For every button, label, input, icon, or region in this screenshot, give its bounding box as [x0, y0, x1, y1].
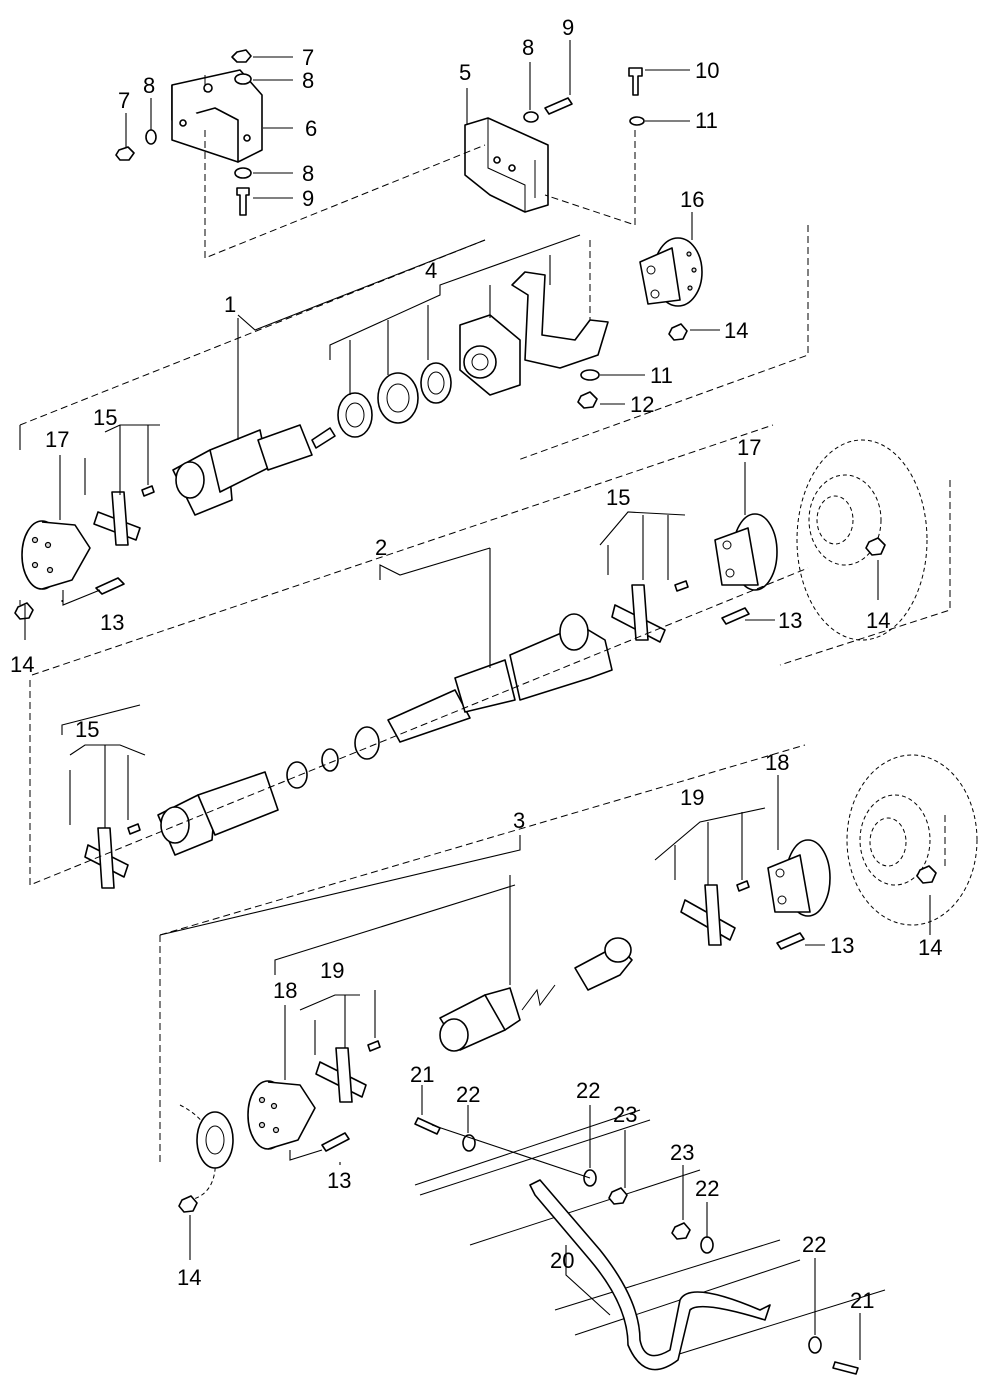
callout-8-bottom: 8	[302, 161, 314, 186]
callout-14-bottom: 14	[177, 1265, 201, 1290]
flange-18-left	[247, 1080, 316, 1150]
callout-13-c: 13	[830, 933, 854, 958]
callout-19-b: 19	[320, 958, 344, 983]
bracket-right	[464, 117, 549, 213]
callout-15-c: 15	[75, 717, 99, 742]
callout-22-a: 22	[456, 1082, 480, 1107]
callout-8-right: 8	[522, 35, 534, 60]
center-support-bearing	[459, 314, 521, 396]
wheel-hub-ghost-lower	[846, 754, 978, 926]
callout-11-mid: 11	[650, 363, 673, 388]
ujoint-15-a	[93, 485, 155, 546]
hardware-top	[115, 49, 645, 216]
callout-9-left: 9	[302, 186, 314, 211]
callout-19-a: 19	[680, 785, 704, 810]
callout-18-right: 18	[765, 750, 789, 775]
callout-13-d: 13	[327, 1168, 351, 1193]
ujoint-15-c	[84, 823, 141, 889]
fasteners	[14, 323, 859, 1375]
shaft-3	[439, 937, 633, 1052]
callout-13-b: 13	[778, 608, 802, 633]
callout-7-left: 7	[118, 88, 130, 113]
callout-22-b: 22	[576, 1078, 600, 1103]
wheel-hub-ghost-upper	[796, 439, 928, 641]
callout-22-d: 22	[802, 1232, 826, 1257]
callout-8-top: 8	[302, 68, 314, 93]
callout-8-left: 8	[143, 73, 155, 98]
callout-23-a: 23	[613, 1102, 637, 1127]
hanger-bracket	[511, 271, 609, 369]
callout-13-a: 13	[100, 610, 124, 635]
callout-14-flange: 14	[724, 318, 748, 343]
callout-3: 3	[513, 808, 525, 833]
callout-14-hub-upper: 14	[866, 608, 890, 633]
callout-2: 2	[375, 535, 387, 560]
callout-7-right: 7	[302, 45, 314, 70]
bearing-set	[337, 362, 452, 438]
callout-20: 20	[550, 1248, 574, 1273]
shaft-1	[172, 424, 336, 516]
callout-18-left: 18	[273, 978, 297, 1003]
flange-17-left	[21, 520, 91, 590]
flange-16	[639, 237, 703, 307]
leader-lines	[19, 40, 951, 1360]
callout-10: 10	[695, 58, 719, 83]
ujoint-15-b	[611, 580, 689, 643]
callout-21-a: 21	[410, 1062, 434, 1087]
callout-14-left: 14	[10, 652, 34, 677]
callout-11-top: 11	[695, 108, 718, 133]
ujoint-19-a	[680, 880, 750, 946]
flange-18-right	[767, 839, 831, 917]
callout-17-left: 17	[45, 427, 69, 452]
callout-22-c: 22	[695, 1176, 719, 1201]
callout-15-a: 15	[93, 405, 117, 430]
callout-5: 6	[305, 116, 317, 141]
callout-4: 4	[425, 258, 437, 283]
callout-numbers: 7 8 6 8 9 7 8 5 8 9 10 11 16 4 1 14 11 1…	[10, 15, 942, 1313]
axle-flange-ghost-lower	[179, 1104, 234, 1201]
ujoint-19-b	[315, 1040, 381, 1103]
callout-1: 1	[224, 292, 236, 317]
callout-21-b: 21	[850, 1288, 874, 1313]
callout-15-b: 15	[606, 485, 630, 510]
callout-14-hub-lower: 14	[918, 935, 942, 960]
bracket-left	[171, 69, 263, 163]
shaft-2	[157, 613, 613, 856]
retaining-strap	[529, 1179, 771, 1371]
callout-6: 5	[459, 60, 471, 85]
callout-16: 16	[680, 187, 704, 212]
callout-12: 12	[630, 392, 654, 417]
callout-23-b: 23	[670, 1140, 694, 1165]
callout-17-right: 17	[737, 435, 761, 460]
flange-17-right	[714, 513, 778, 591]
callout-9-right: 9	[562, 15, 574, 40]
